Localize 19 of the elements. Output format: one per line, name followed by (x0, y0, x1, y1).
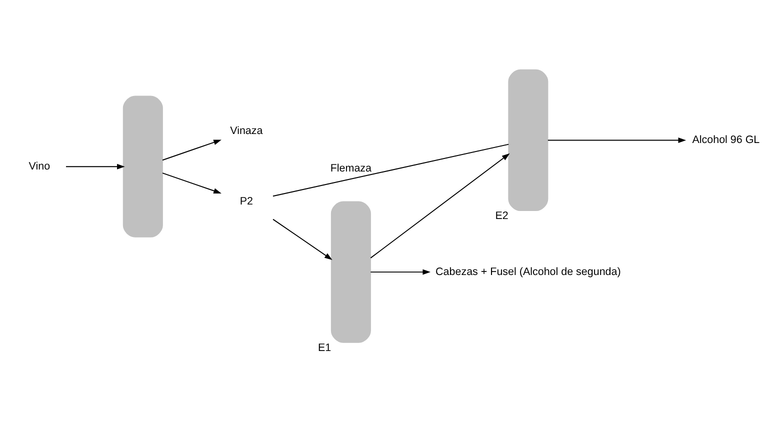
node-box (122, 96, 163, 238)
node-label: E2 (495, 210, 508, 222)
arrow (66, 164, 125, 170)
node-text: Cabezas + Fusel (Alcohol de segunda) (436, 266, 621, 278)
node-text: Alcohol 96 GL (692, 134, 760, 146)
node-text: P2 (240, 195, 254, 208)
arrow (162, 140, 222, 161)
arrow (272, 218, 332, 260)
arrow (370, 153, 510, 258)
node-text: Vinaza (230, 125, 263, 138)
node-box (330, 201, 371, 343)
arrow (370, 269, 431, 275)
node-label: E1 (318, 342, 332, 354)
node-box (508, 69, 548, 212)
edge-label: Flemaza (330, 162, 372, 174)
node-text: Vino (28, 160, 50, 172)
arrow (162, 172, 222, 194)
connector (272, 144, 510, 197)
arrow (547, 137, 686, 143)
